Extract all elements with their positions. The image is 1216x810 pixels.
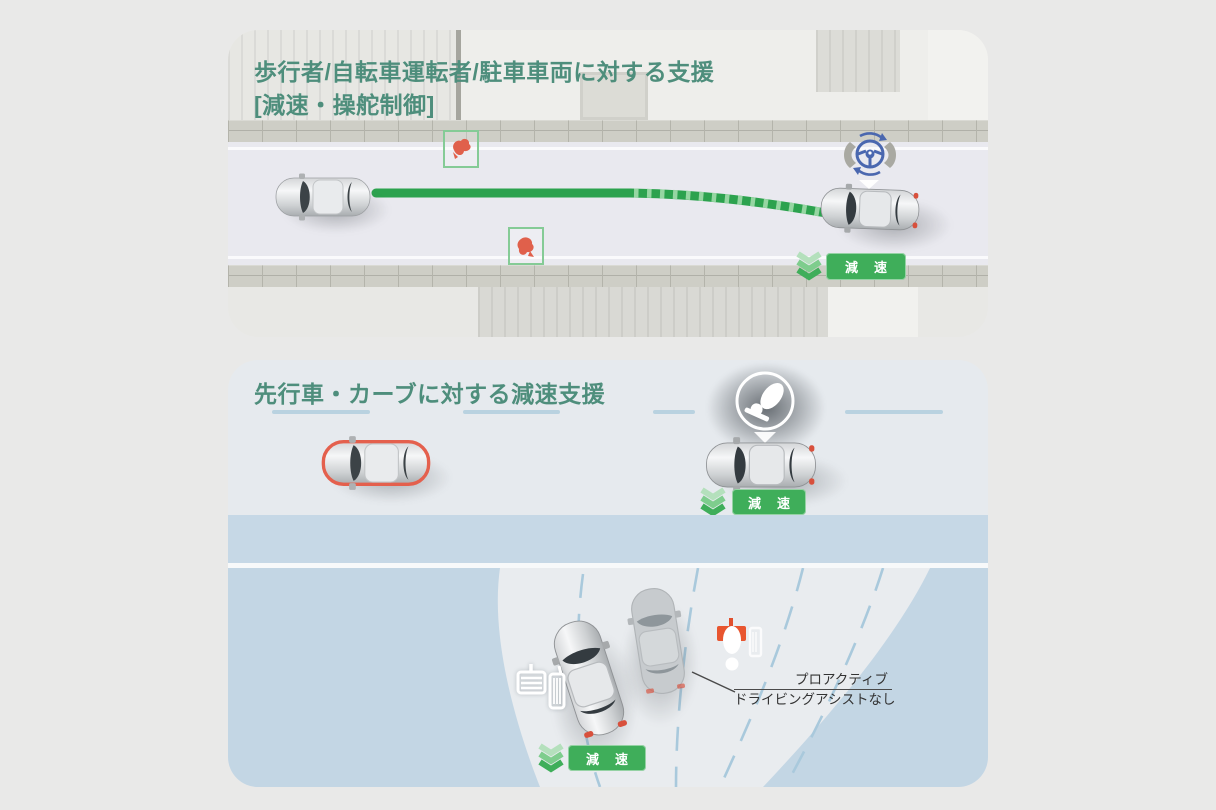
decel-badge: 減速 xyxy=(568,745,646,771)
road-edge-line xyxy=(228,147,988,150)
decel-badge-label: 減速 xyxy=(747,495,806,511)
foot-on-brake-icon xyxy=(717,618,763,671)
annotation-rule xyxy=(734,689,892,690)
building-block-right xyxy=(928,30,988,120)
vehicle-no-assist xyxy=(627,588,686,694)
accelerator-release-icon xyxy=(735,371,795,431)
building-gap xyxy=(828,287,918,337)
curve-scene: プロアクティブ ドライビングアシストなし 減速 xyxy=(228,568,988,787)
annotation-leader xyxy=(691,671,736,693)
pedestrian-icon xyxy=(517,237,534,257)
panel-bottom-title: 先行車・カーブに対する減速支援 xyxy=(254,378,605,411)
annotation-no-assist: プロアクティブ ドライビングアシストなし xyxy=(734,670,896,709)
panel-decel-support: 先行車・カーブに対する減速支援 xyxy=(228,360,988,787)
decel-badge-label: 減速 xyxy=(844,260,903,275)
annotation-line2: ドライビングアシストなし xyxy=(734,692,896,707)
panel-top-title: 歩行者/自転車運転者/駐車車両に対する支援 [減速・操舵制御] xyxy=(254,56,714,122)
annotation-line1: プロアクティブ xyxy=(794,672,888,687)
divider-gap xyxy=(228,563,988,568)
lane-marking xyxy=(845,410,943,414)
divider-band xyxy=(228,515,988,563)
ego-vehicle xyxy=(820,183,920,233)
triple-chevron-down-icon xyxy=(538,743,564,773)
panel-bottom-title-text: 先行車・カーブに対する減速支援 xyxy=(254,381,606,407)
building-block xyxy=(228,30,456,120)
ego-vehicle-straight xyxy=(706,437,816,493)
pointer-triangle xyxy=(754,432,776,443)
pedestrian-detect-box xyxy=(443,130,479,168)
pedestrian-detect-box xyxy=(508,227,544,265)
building-divider xyxy=(456,30,461,120)
building-block-center xyxy=(478,287,828,337)
road-edge-line xyxy=(228,256,988,259)
triple-chevron-down-icon xyxy=(700,487,726,517)
steering-control-icon xyxy=(844,132,896,176)
panel-top-title-line1: 歩行者/自転車運転者/駐車車両に対する支援 xyxy=(254,59,715,85)
pointer-triangle xyxy=(859,180,879,189)
panel-pedestrian-support: 歩行者/自転車運転者/駐車車両に対する支援 [減速・操舵制御] xyxy=(228,30,988,337)
sidewalk-top xyxy=(228,120,988,142)
lane-marking xyxy=(653,410,695,414)
ego-vehicle-curve xyxy=(551,620,628,738)
preceding-vehicle xyxy=(321,436,431,490)
building-recess xyxy=(816,30,900,92)
building-door xyxy=(580,72,648,120)
lane-marking xyxy=(463,410,560,414)
decel-badge: 減速 xyxy=(826,253,906,280)
triple-chevron-down-icon xyxy=(796,251,822,281)
decel-badge: 減速 xyxy=(732,489,806,515)
brake-accelerator-pedals-icon xyxy=(516,664,566,710)
pedestrian-icon xyxy=(453,138,471,159)
decel-badge-label: 減速 xyxy=(585,751,644,767)
lane-marking xyxy=(272,410,370,414)
trajectory-path xyxy=(371,188,831,218)
panel-top-title-line2: [減速・操舵制御] xyxy=(254,92,435,118)
parked-vehicle xyxy=(275,173,371,221)
